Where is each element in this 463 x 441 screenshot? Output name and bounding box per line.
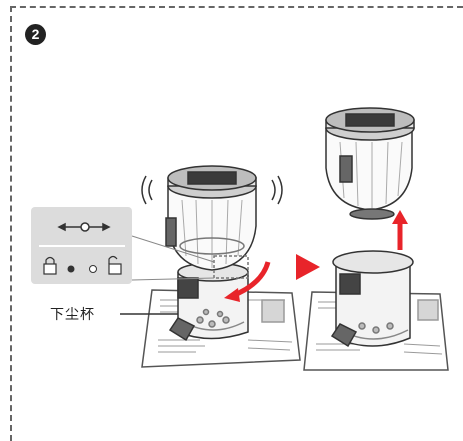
rotate-arrow-head (224, 288, 240, 302)
left-assembly-illustration (120, 165, 301, 368)
lock-indicator-panel (31, 207, 132, 284)
panel-divider (39, 245, 125, 247)
padlock-closed-icon (43, 256, 57, 275)
lock-dot-open (89, 265, 97, 273)
padlock-open-icon (108, 255, 122, 275)
next-step-arrow (296, 254, 320, 280)
lift-arrow-head (392, 210, 408, 224)
step-number-badge: 2 (25, 24, 46, 45)
right-assembly-illustration (303, 107, 449, 371)
dashed-border-top (10, 6, 463, 8)
rotate-hint-icon (57, 222, 111, 232)
lock-dot-filled (67, 265, 75, 273)
dust-collector-label: 下尘杯 (50, 307, 95, 323)
lock-indicator-diagram (43, 222, 122, 275)
dashed-border-left (10, 6, 12, 441)
